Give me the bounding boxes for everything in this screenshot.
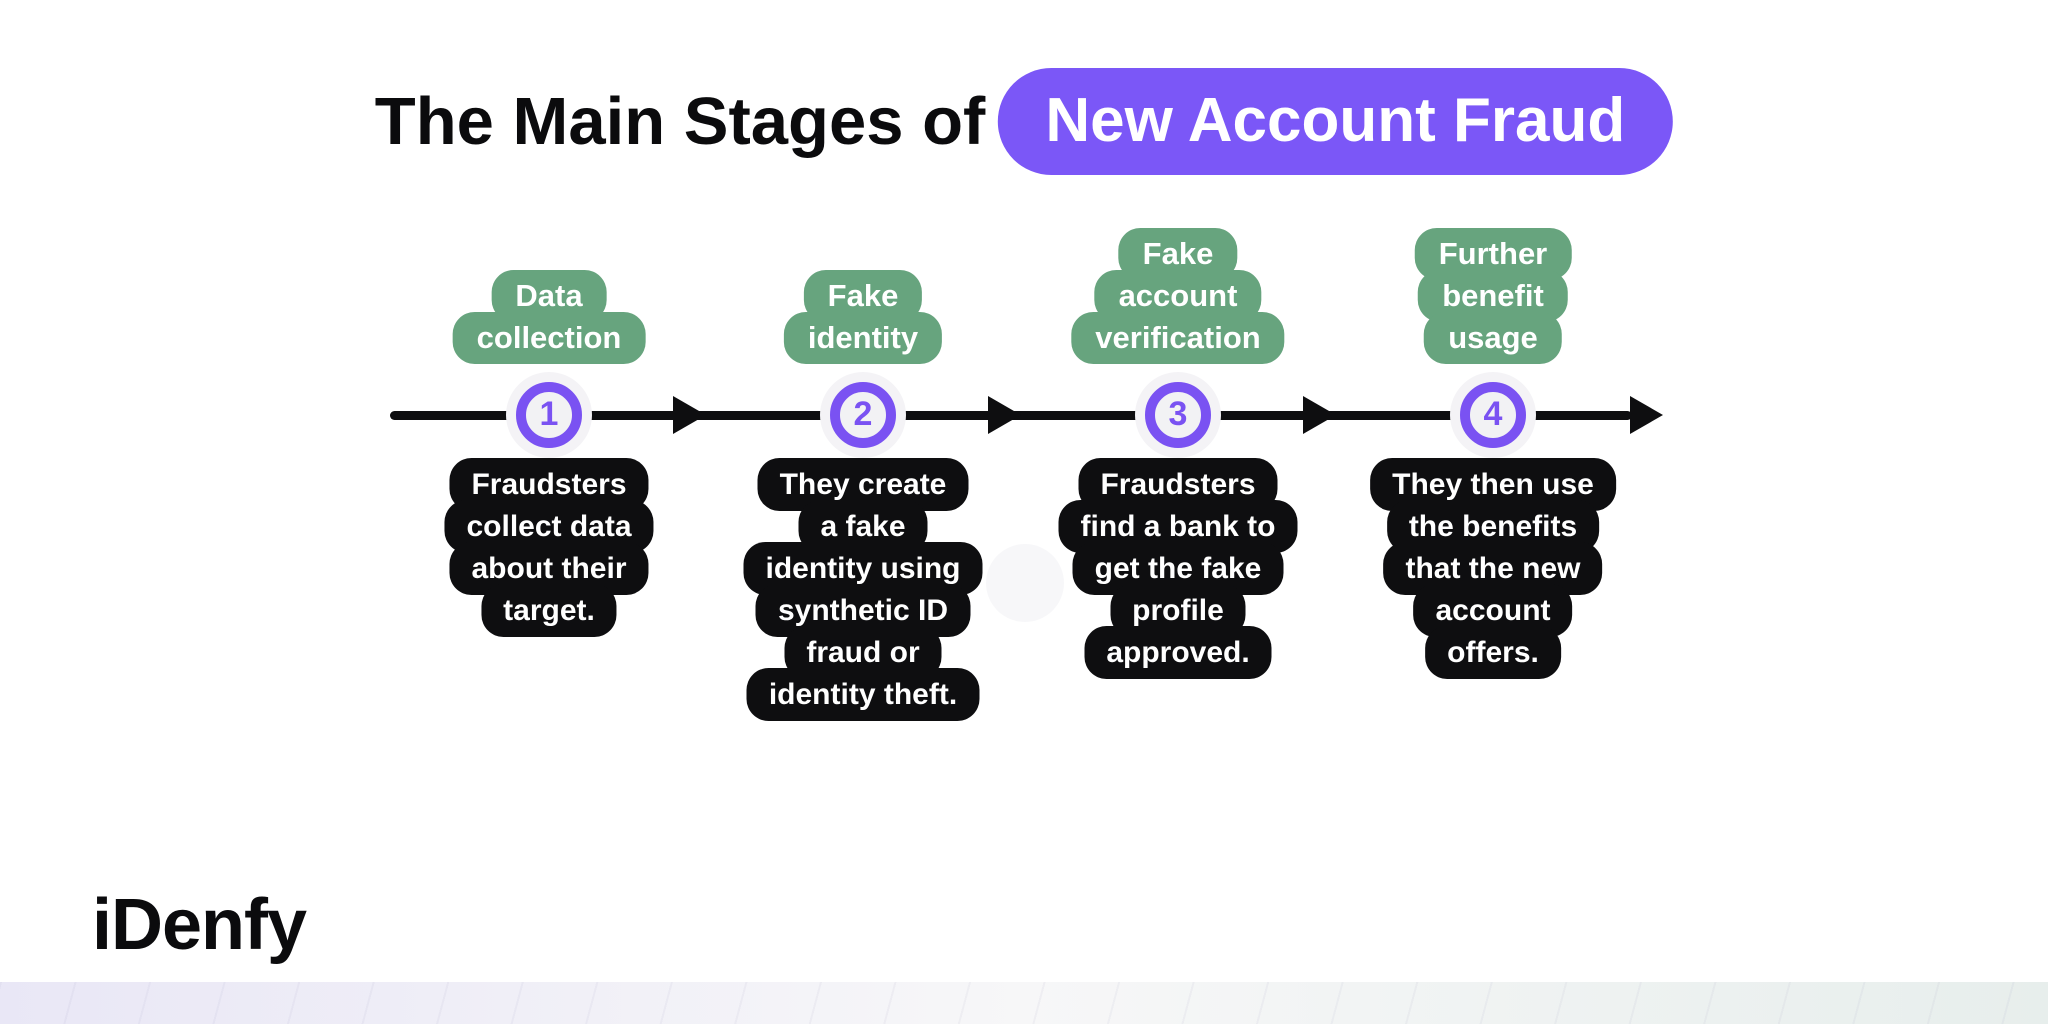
stage-description-line: offers. (1425, 626, 1561, 679)
stage-description: Fraudsters collect data about their targ… (444, 458, 654, 637)
title-prefix-text: The Main Stages of (374, 84, 986, 159)
stage-number: 4 (1483, 395, 1503, 433)
stage-number: 1 (539, 395, 559, 433)
stage-column-2: Fake identity 2 They create a fake ident… (693, 0, 1033, 1024)
stage-number-ring: 4 (1460, 382, 1526, 448)
infographic-title: The Main Stages of New Account Fraud (374, 68, 1674, 175)
arrow-right-icon (1630, 396, 1663, 434)
stage-label-line: collection (452, 312, 646, 364)
stage-description-line: approved. (1084, 626, 1272, 679)
stage-label: Fake identity (783, 270, 943, 364)
stage-description-line: target. (481, 584, 617, 637)
stage-label: Data collection (452, 270, 646, 364)
arrow-right-icon (988, 396, 1021, 434)
arrow-right-icon (1303, 396, 1336, 434)
decorative-circle (986, 544, 1064, 622)
stage-number-ring: 1 (516, 382, 582, 448)
stage-description-line: about their (449, 542, 649, 595)
stage-number-badge: 2 (820, 372, 906, 458)
stage-number-badge: 3 (1135, 372, 1221, 458)
stage-description-line: identity theft. (746, 668, 980, 721)
stage-description: They then use the benefits that the new … (1370, 458, 1616, 679)
title-highlight-pill: New Account Fraud (997, 68, 1674, 175)
stage-label-line: identity (783, 312, 943, 364)
footer-gradient-strip (0, 982, 2048, 1024)
stage-number-ring: 2 (830, 382, 896, 448)
stage-number-badge: 1 (506, 372, 592, 458)
stage-label: Further benefit usage (1414, 228, 1572, 364)
stage-number-badge: 4 (1450, 372, 1536, 458)
stage-label-line: verification (1071, 312, 1285, 364)
stage-column-1: Data collection 1 Fraudsters collect dat… (379, 0, 719, 1024)
stage-label-line: usage (1424, 312, 1562, 364)
stage-description: They create a fake identity using synthe… (743, 458, 983, 721)
stage-column-3: Fake account verification 3 Fraudsters f… (1008, 0, 1348, 1024)
arrow-right-icon (673, 396, 706, 434)
stage-number: 3 (1168, 395, 1188, 433)
stage-label: Fake account verification (1071, 228, 1285, 364)
idenfy-logo: iDenfy (92, 885, 307, 965)
stage-number: 2 (853, 395, 873, 433)
stage-column-4: Further benefit usage 4 They then use th… (1323, 0, 1663, 1024)
stage-number-ring: 3 (1145, 382, 1211, 448)
stage-description: Fraudsters find a bank to get the fake p… (1058, 458, 1298, 679)
